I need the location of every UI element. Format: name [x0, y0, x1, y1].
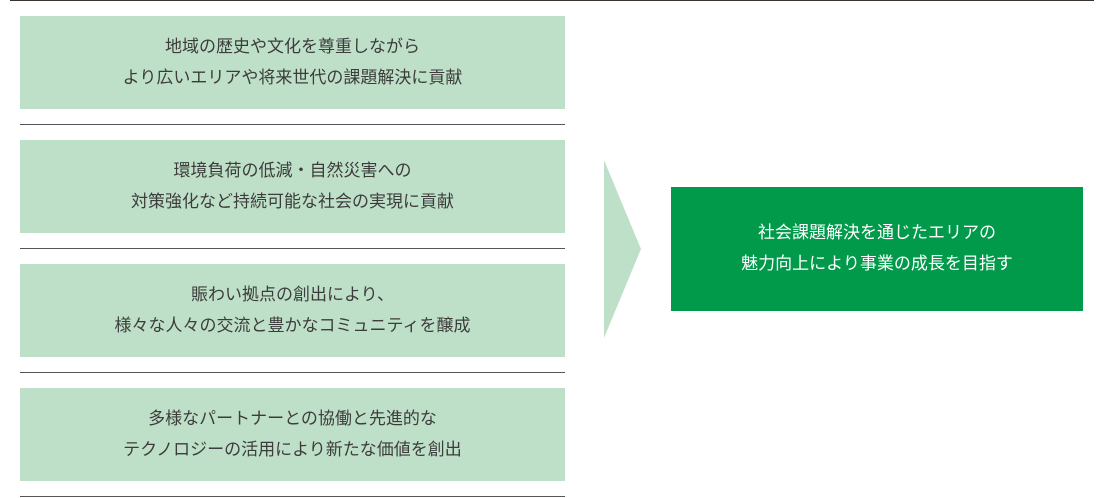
item-line: 賑わい拠点の創出により、: [191, 284, 394, 305]
item-line: 多様なパートナーとの協働と先進的な: [148, 408, 437, 429]
goal-box: 社会課題解決を通じたエリアの 魅力向上により事業の成長を目指す: [671, 187, 1083, 311]
item-line: テクノロジーの活用により新たな価値を創出: [123, 439, 462, 460]
item-box-2: 環境負荷の低減・自然災害への 対策強化など持続可能な社会の実現に貢献: [20, 140, 565, 233]
item-box-3: 賑わい拠点の創出により、 様々な人々の交流と豊かなコミュニティを醸成: [20, 264, 565, 357]
item-box-1: 地域の歴史や文化を尊重しながら より広いエリアや将来世代の課題解決に貢献: [20, 16, 565, 109]
arrow-right-icon: [604, 160, 641, 338]
item-box-4: 多様なパートナーとの協働と先進的な テクノロジーの活用により新たな価値を創出: [20, 388, 565, 481]
item-line: 地域の歴史や文化を尊重しながら: [165, 36, 420, 57]
item-line: より広いエリアや将来世代の課題解決に貢献: [122, 67, 463, 88]
top-divider: [10, 0, 1094, 1]
item-line: 様々な人々の交流と豊かなコミュニティを醸成: [114, 315, 471, 336]
divider: [20, 372, 565, 373]
item-line: 環境負荷の低減・自然災害への: [173, 160, 412, 181]
item-line: 対策強化など持続可能な社会の実現に貢献: [131, 191, 454, 212]
divider: [20, 248, 565, 249]
goal-line: 社会課題解決を通じたエリアの: [758, 223, 996, 243]
goal-line: 魅力向上により事業の成長を目指す: [741, 254, 1013, 274]
divider: [20, 124, 565, 125]
divider: [20, 496, 565, 497]
